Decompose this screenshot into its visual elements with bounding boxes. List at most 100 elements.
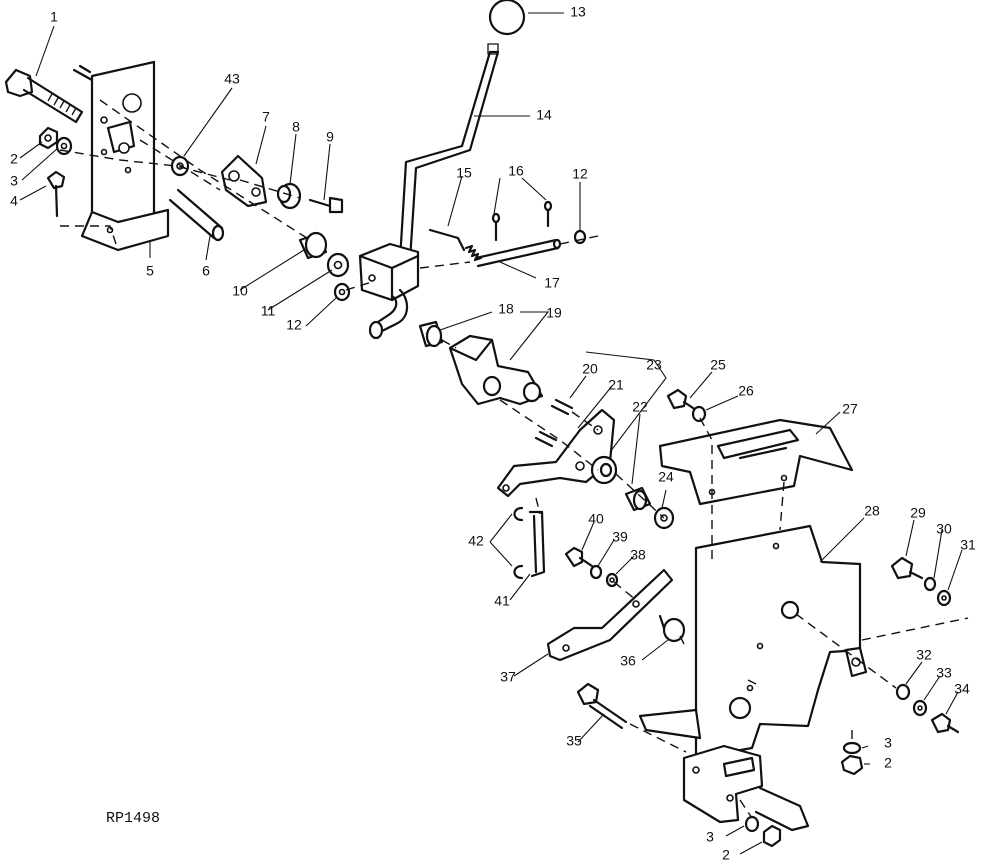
part-shift-plate — [658, 418, 854, 506]
part-washer-31 — [936, 589, 952, 607]
part-bushing-18 — [418, 320, 444, 348]
part-upright-bracket — [72, 60, 170, 252]
callout-39: 39 — [612, 529, 628, 545]
callout-22: 22 — [632, 399, 648, 415]
part-nut-12 — [333, 282, 351, 302]
part-knob — [488, 0, 526, 36]
callout-24: 24 — [658, 469, 674, 485]
callout-28: 28 — [864, 503, 880, 519]
part-screw-25 — [666, 388, 698, 412]
part-pin-17 — [474, 238, 562, 268]
part-washer-38 — [605, 572, 619, 588]
part-washer-bottom — [744, 815, 760, 833]
callout-3: 3 — [10, 173, 18, 189]
part-bushing-8 — [276, 182, 302, 210]
part-washer-30 — [923, 576, 937, 592]
part-mounting-plate — [638, 524, 868, 760]
callout-15: 15 — [456, 165, 472, 181]
callout-11: 11 — [261, 303, 276, 319]
callout-40: 40 — [588, 511, 604, 527]
callout-35: 35 — [566, 733, 582, 749]
callout-3-right: 3 — [884, 735, 892, 751]
callout-16: 16 — [508, 163, 524, 179]
part-lower-bracket — [682, 744, 810, 832]
part-bell-crank — [496, 408, 618, 498]
part-screw-29 — [890, 556, 924, 580]
part-clip-upper — [513, 506, 524, 522]
part-screw-9 — [308, 196, 344, 214]
callout-34: 34 — [954, 681, 970, 697]
callout-21: 21 — [608, 377, 624, 393]
part-washer-11 — [326, 252, 350, 278]
part-washer-39 — [589, 564, 603, 580]
callout-38: 38 — [630, 547, 646, 563]
part-spring — [428, 228, 483, 262]
part-washer-left — [55, 136, 73, 156]
callout-30: 30 — [936, 521, 952, 537]
part-link-strap — [546, 568, 674, 662]
reference-code: RP1498 — [106, 810, 160, 827]
part-screw-40 — [564, 546, 594, 568]
part-nut-left — [38, 126, 59, 150]
callout-2-bottom: 2 — [722, 847, 730, 861]
part-shift-lever — [398, 43, 500, 262]
callout-3-bottom: 3 — [706, 829, 714, 845]
callout-9: 9 — [326, 129, 334, 145]
part-washer-32 — [895, 683, 911, 701]
callout-4: 4 — [10, 193, 18, 209]
callout-17: 17 — [544, 275, 560, 291]
callout-41: 41 — [494, 593, 510, 609]
part-washer-right — [842, 741, 862, 755]
callout-25: 25 — [710, 357, 726, 373]
callout-2-right: 2 — [884, 755, 892, 771]
callout-7: 7 — [262, 109, 270, 125]
leader-lines — [19, 12, 963, 855]
callout-13: 13 — [570, 4, 586, 20]
part-nut-bottom — [762, 824, 782, 848]
callout-19: 19 — [546, 305, 562, 321]
part-washer-43 — [170, 155, 190, 177]
callout-12-right: 12 — [572, 166, 588, 182]
callout-29: 29 — [910, 505, 926, 521]
callout-5: 5 — [146, 263, 154, 279]
callout-23: 23 — [646, 357, 662, 373]
part-bolt-long — [4, 68, 84, 124]
part-screw-small-left — [46, 170, 66, 218]
callout-10: 10 — [232, 283, 248, 299]
assembly-lines — [59, 99, 969, 819]
callout-27: 27 — [842, 401, 858, 417]
part-nut-right — [840, 754, 864, 776]
part-yoke — [448, 334, 544, 406]
part-cotter-pin-b — [543, 200, 553, 228]
part-spacer-10 — [298, 231, 328, 260]
callout-26: 26 — [738, 383, 754, 399]
callout-labels: 1 2 3 4 5 6 7 8 9 10 11 12 12 13 14 15 1… — [10, 4, 976, 861]
part-spacer-22 — [624, 486, 652, 512]
callout-43: 43 — [224, 71, 240, 87]
part-pin-rod — [168, 188, 225, 242]
part-pin-20a — [550, 398, 574, 416]
part-cotter-pin-a — [491, 212, 501, 242]
callout-8: 8 — [292, 119, 300, 135]
callout-20: 20 — [582, 361, 598, 377]
part-link-rod — [528, 510, 546, 578]
part-washer-33 — [912, 699, 928, 717]
part-clip-lower — [513, 564, 524, 580]
part-shift-housing — [358, 242, 420, 340]
callout-12-left: 12 — [286, 317, 302, 333]
callout-32: 32 — [916, 647, 932, 663]
part-stud-36 — [658, 614, 686, 643]
callout-1: 1 — [50, 9, 58, 25]
callout-36: 36 — [620, 653, 636, 669]
callout-2: 2 — [10, 151, 18, 167]
part-washer-26 — [691, 405, 707, 423]
callout-31: 31 — [960, 537, 976, 553]
callout-37: 37 — [500, 669, 516, 685]
part-screw-34 — [930, 712, 960, 734]
callout-6: 6 — [202, 263, 210, 279]
part-pin-20b — [534, 430, 558, 448]
callout-33: 33 — [936, 665, 952, 681]
callout-42: 42 — [468, 533, 484, 549]
callout-18: 18 — [498, 301, 514, 317]
